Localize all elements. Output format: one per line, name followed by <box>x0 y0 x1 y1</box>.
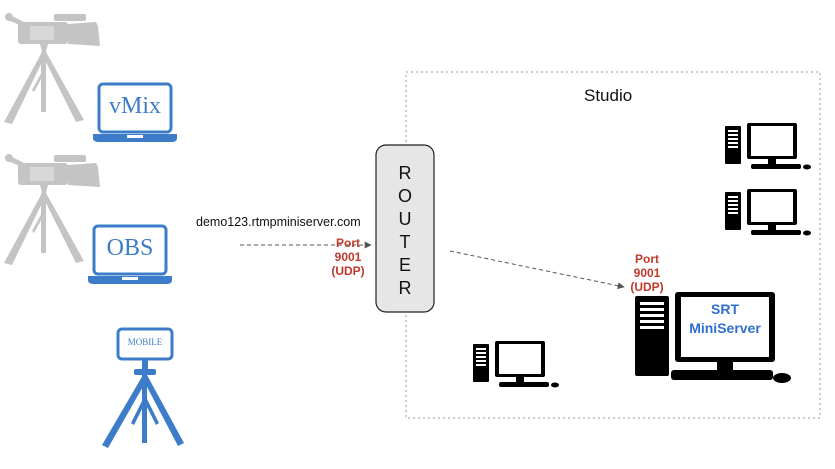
server-domain: demo123.rtmpminiserver.com <box>196 215 361 229</box>
server-arrow <box>449 250 625 290</box>
phone-icon <box>102 327 184 448</box>
router-letter: R <box>398 163 412 183</box>
port-protocol: (UDP) <box>331 264 365 278</box>
vmix-label: vMix <box>108 93 161 119</box>
desktop-computer-icon <box>725 189 811 236</box>
port-number: 9001 <box>633 266 661 280</box>
port-line: Port <box>336 236 360 250</box>
obs-label: OBS <box>106 235 154 261</box>
router-letter: R <box>398 278 412 298</box>
port-line: Port <box>635 252 659 266</box>
router-box <box>375 144 435 313</box>
server-computer-icon <box>635 292 791 383</box>
miniserver-line: MiniServer <box>689 320 761 336</box>
router-letter: U <box>398 209 412 229</box>
video-camera-icon <box>4 154 100 265</box>
router-letter: E <box>398 255 411 275</box>
server-port-label: Port 9001 (UDP) <box>626 252 668 294</box>
port-number: 9001 <box>334 250 362 264</box>
port-protocol: (UDP) <box>630 280 664 294</box>
desktop-computer-icon <box>473 341 559 388</box>
srt-miniserver-label: SRT MiniServer <box>683 300 767 338</box>
desktop-computer-icon <box>725 123 811 170</box>
router-letter: O <box>397 186 412 206</box>
mobile-label: MOBILE <box>127 337 163 347</box>
studio-title: Studio <box>584 86 633 105</box>
router-letter: T <box>399 232 411 252</box>
video-camera-icon <box>4 13 100 124</box>
inbound-port-label: Port 9001 (UDP) <box>328 236 368 278</box>
srt-line: SRT <box>711 301 739 317</box>
